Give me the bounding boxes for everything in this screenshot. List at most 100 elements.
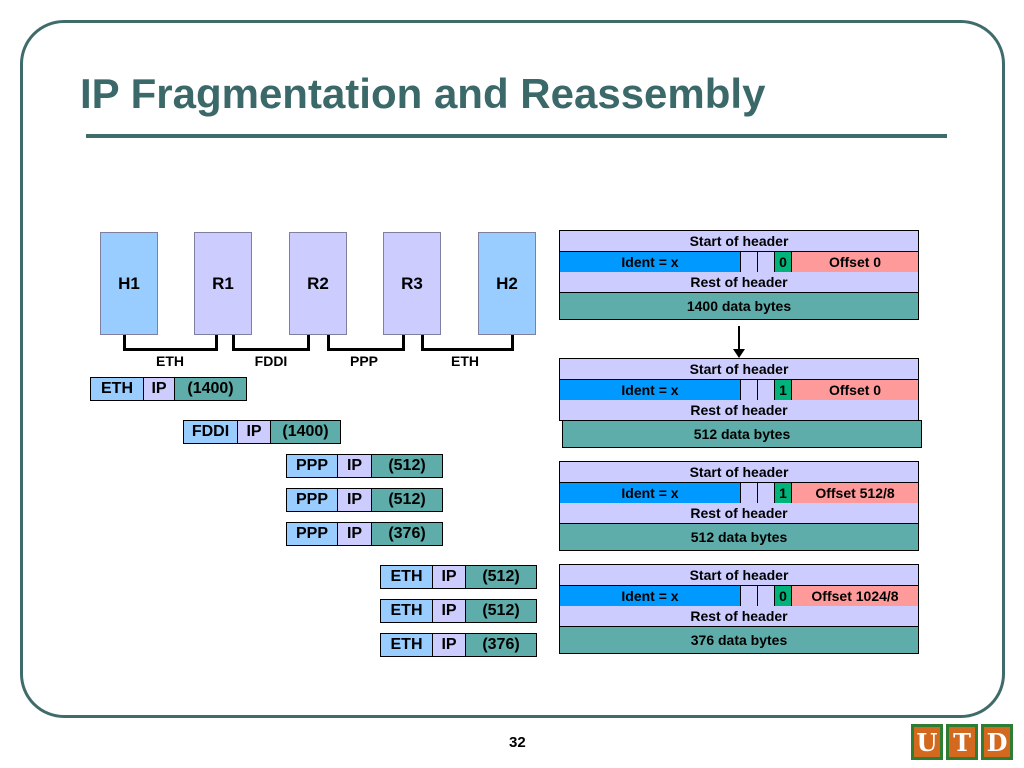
data-row: 512 data bytes <box>562 419 922 448</box>
link-r3-h2 <box>421 335 514 351</box>
packet-link-header: FDDI <box>184 421 237 443</box>
offset-field: Offset 0 <box>791 379 918 400</box>
header-ident-row: Ident = x 1 Offset 0 <box>559 378 919 401</box>
link-label-eth: ETH <box>156 353 184 369</box>
page-number: 32 <box>509 734 526 751</box>
packet-link-header: PPP <box>287 489 337 511</box>
packet-link-header: PPP <box>287 455 337 477</box>
packet-eth-1400: ETH IP (1400) <box>90 377 247 401</box>
packet-eth-512: ETH IP (512) <box>380 565 537 589</box>
fragment-1: Start of header Ident = x 1 Offset 0 Res… <box>559 358 922 448</box>
packet-link-header: PPP <box>287 523 337 545</box>
fragment-3: Start of header Ident = x 0 Offset 1024/… <box>559 564 919 654</box>
slide-frame <box>20 20 1005 718</box>
arrow-head-icon <box>733 349 745 358</box>
packet-data: (376) <box>371 523 442 545</box>
link-label-eth: ETH <box>451 353 479 369</box>
offset-field: Offset 1024/8 <box>791 585 918 606</box>
logo-letter: U <box>911 724 943 760</box>
header-rest-row: Rest of header <box>559 399 919 421</box>
packet-ppp-512: PPP IP (512) <box>286 454 443 478</box>
title-underline <box>86 134 947 138</box>
flag-df <box>757 482 774 503</box>
header-ident-row: Ident = x 0 Offset 0 <box>559 250 919 273</box>
ident-field: Ident = x <box>560 251 740 272</box>
logo-letter: T <box>946 724 978 760</box>
data-row: 1400 data bytes <box>559 291 919 320</box>
flag-reserved <box>740 251 757 272</box>
node-r1: R1 <box>194 232 252 335</box>
link-r2-r3 <box>327 335 405 351</box>
flag-mf: 1 <box>774 482 791 503</box>
packet-data: (1400) <box>270 421 340 443</box>
header-rest-row: Rest of header <box>559 502 919 524</box>
flag-mf: 0 <box>774 585 791 606</box>
utd-logo: U T D <box>911 724 1013 760</box>
header-start-row: Start of header <box>559 461 919 483</box>
ident-field: Ident = x <box>560 379 740 400</box>
node-label: H2 <box>496 273 518 293</box>
packet-data: (376) <box>465 634 536 656</box>
node-label: R1 <box>212 273 234 293</box>
flag-mf: 1 <box>774 379 791 400</box>
ident-field: Ident = x <box>560 482 740 503</box>
data-row: 376 data bytes <box>559 625 919 654</box>
link-label-fddi: FDDI <box>254 353 288 369</box>
data-row: 512 data bytes <box>559 522 919 551</box>
arrow-down-icon <box>738 326 740 350</box>
packet-link-header: ETH <box>381 634 432 656</box>
packet-ip-header: IP <box>143 378 174 400</box>
packet-ip-header: IP <box>432 566 465 588</box>
packet-ip-header: IP <box>337 489 371 511</box>
packet-ppp-512: PPP IP (512) <box>286 488 443 512</box>
flag-df <box>757 251 774 272</box>
header-rest-row: Rest of header <box>559 271 919 293</box>
fragment-original: Start of header Ident = x 0 Offset 0 Res… <box>559 230 919 320</box>
packet-data: (512) <box>371 455 442 477</box>
node-r2: R2 <box>289 232 347 335</box>
packet-link-header: ETH <box>381 600 432 622</box>
flag-mf: 0 <box>774 251 791 272</box>
packet-ip-header: IP <box>337 455 371 477</box>
link-label-ppp: PPP <box>349 353 378 369</box>
header-start-row: Start of header <box>559 564 919 586</box>
packet-ip-header: IP <box>337 523 371 545</box>
header-start-row: Start of header <box>559 230 919 252</box>
node-label: H1 <box>118 273 140 293</box>
flag-df <box>757 379 774 400</box>
packet-eth-376: ETH IP (376) <box>380 633 537 657</box>
header-ident-row: Ident = x 1 Offset 512/8 <box>559 481 919 504</box>
node-label: R2 <box>307 273 329 293</box>
packet-fddi-1400: FDDI IP (1400) <box>183 420 341 444</box>
logo-letter: D <box>981 724 1013 760</box>
flag-df <box>757 585 774 606</box>
flag-reserved <box>740 585 757 606</box>
header-rest-row: Rest of header <box>559 605 919 627</box>
packet-data: (1400) <box>174 378 246 400</box>
packet-eth-512: ETH IP (512) <box>380 599 537 623</box>
packet-data: (512) <box>465 566 536 588</box>
offset-field: Offset 0 <box>791 251 918 272</box>
packet-link-header: ETH <box>91 378 143 400</box>
node-h2: H2 <box>478 232 536 335</box>
header-ident-row: Ident = x 0 Offset 1024/8 <box>559 584 919 607</box>
offset-field: Offset 512/8 <box>791 482 918 503</box>
packet-ip-header: IP <box>237 421 270 443</box>
ident-field: Ident = x <box>560 585 740 606</box>
packet-link-header: ETH <box>381 566 432 588</box>
flag-reserved <box>740 482 757 503</box>
packet-ip-header: IP <box>432 634 465 656</box>
link-h1-r1 <box>123 335 218 351</box>
flag-reserved <box>740 379 757 400</box>
slide-title: IP Fragmentation and Reassembly <box>80 70 766 117</box>
node-h1: H1 <box>100 232 158 335</box>
header-start-row: Start of header <box>559 358 919 380</box>
fragment-2: Start of header Ident = x 1 Offset 512/8… <box>559 461 919 551</box>
node-label: R3 <box>401 273 423 293</box>
packet-ppp-376: PPP IP (376) <box>286 522 443 546</box>
packet-data: (512) <box>371 489 442 511</box>
link-r1-r2 <box>232 335 310 351</box>
packet-data: (512) <box>465 600 536 622</box>
packet-ip-header: IP <box>432 600 465 622</box>
node-r3: R3 <box>383 232 441 335</box>
